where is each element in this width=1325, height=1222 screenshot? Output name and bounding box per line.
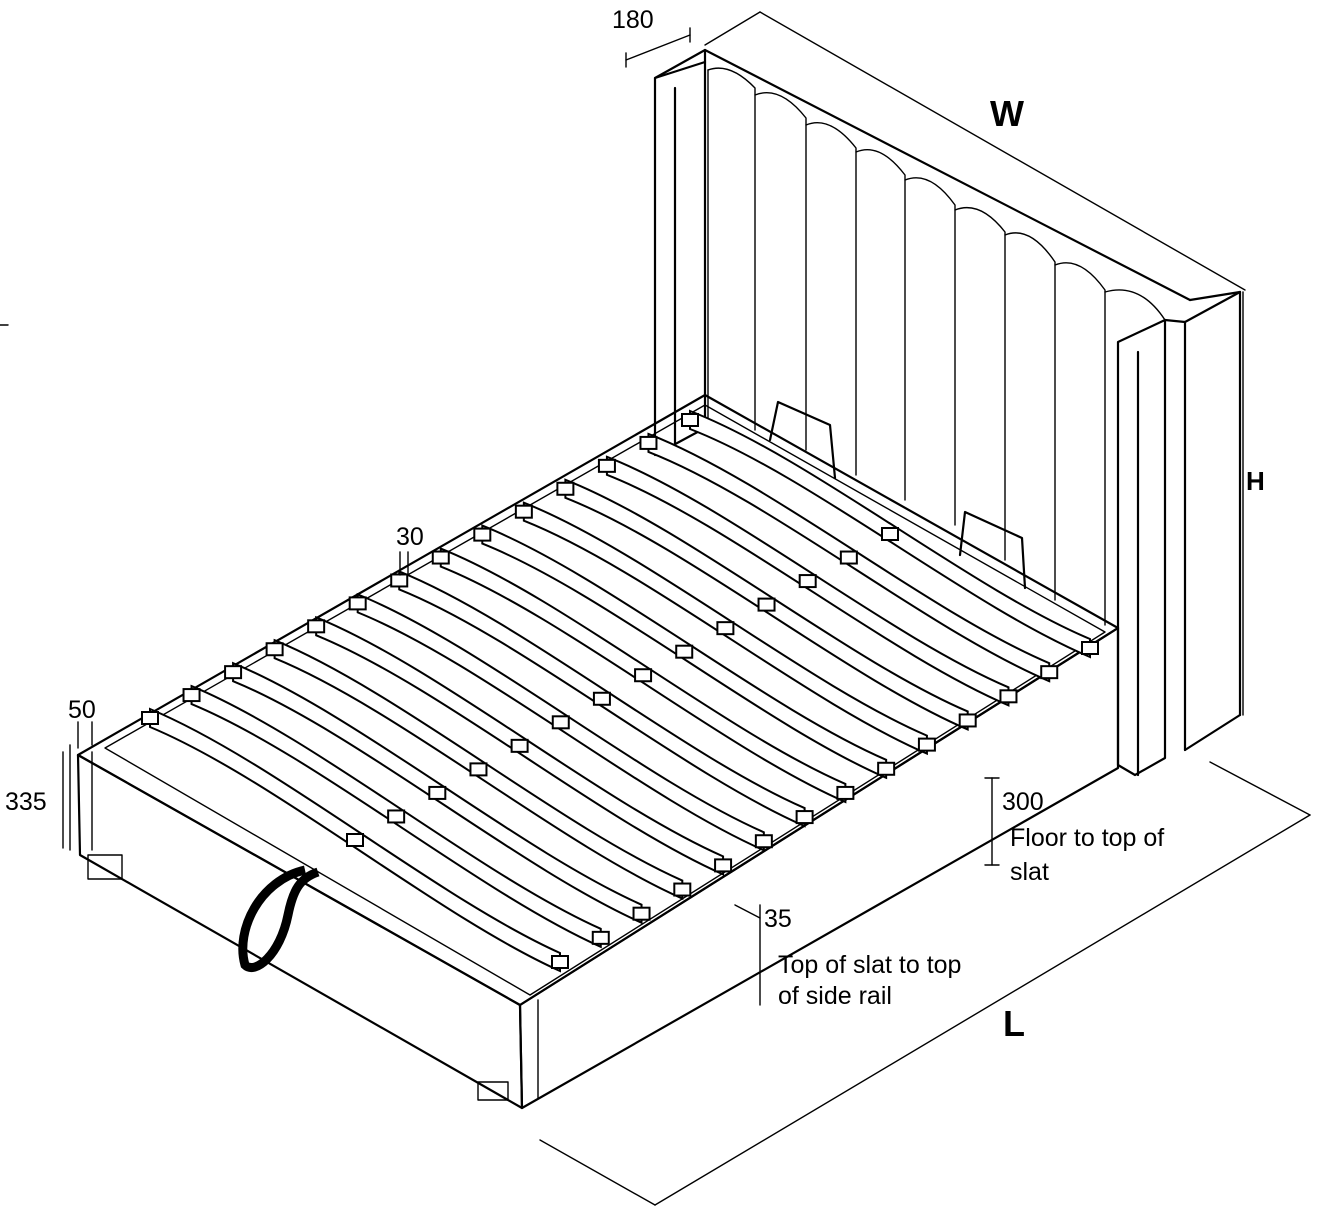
height-label: H bbox=[1246, 466, 1265, 496]
slat-holder bbox=[592, 691, 611, 706]
length-label: L bbox=[1003, 1003, 1025, 1044]
slat-holder bbox=[591, 930, 610, 945]
slat-holder bbox=[224, 665, 243, 680]
slat-holder bbox=[836, 785, 855, 800]
slat-holder bbox=[510, 738, 529, 753]
width-label: W bbox=[990, 93, 1024, 134]
slat-holder bbox=[431, 550, 450, 565]
slat-holder bbox=[681, 413, 699, 427]
slat-group bbox=[141, 409, 1099, 973]
dimension-labels: 180 W H L 30 50 335 300 Floor to top of … bbox=[5, 6, 1265, 1044]
slat-holder bbox=[714, 858, 733, 873]
slat-holder bbox=[798, 574, 817, 589]
slat-holder bbox=[556, 481, 575, 496]
slat-holder bbox=[265, 642, 284, 657]
dimension-lines bbox=[0, 11, 1311, 1206]
slat-holder bbox=[716, 621, 735, 636]
slat-to-rail-value: 35 bbox=[764, 905, 792, 933]
slat-holder bbox=[182, 688, 201, 703]
slat-holder bbox=[958, 713, 977, 728]
headboard-channels bbox=[707, 67, 1166, 626]
floor-to-slat-value: 300 bbox=[1002, 788, 1044, 816]
headboard-depth-label: 180 bbox=[612, 6, 654, 34]
slat-holder bbox=[1040, 665, 1059, 680]
slat-holder bbox=[999, 689, 1018, 704]
slat-holder bbox=[348, 596, 367, 611]
slat-holder bbox=[757, 597, 776, 612]
slat-to-rail-caption-1: Top of slat to top bbox=[778, 951, 961, 979]
slat-holder bbox=[639, 435, 658, 450]
side-rail-width-label: 50 bbox=[68, 696, 96, 724]
slat-holder bbox=[632, 906, 651, 921]
slat-holder bbox=[839, 550, 858, 565]
slat-holder bbox=[469, 762, 488, 777]
slat-holder bbox=[597, 458, 616, 473]
slat-holder bbox=[795, 810, 814, 825]
floor-to-slat-caption-1: Floor to top of bbox=[1010, 824, 1164, 852]
slat-holder bbox=[881, 527, 899, 541]
slat-to-rail-caption-2: of side rail bbox=[778, 982, 892, 1010]
headboard bbox=[653, 48, 1242, 777]
slat-holder bbox=[1081, 641, 1099, 655]
bed-base bbox=[76, 393, 1120, 1110]
slat-holder bbox=[141, 711, 159, 725]
slat-holder bbox=[387, 809, 406, 824]
slat-holder bbox=[390, 573, 409, 588]
slat-holder bbox=[551, 955, 569, 969]
slat-holder bbox=[346, 833, 364, 847]
slat-holder bbox=[675, 644, 694, 659]
slat-holder bbox=[428, 785, 447, 800]
slat-holder bbox=[514, 504, 533, 519]
slat-holder bbox=[917, 737, 936, 752]
pull-strap bbox=[238, 865, 320, 972]
floor-to-slat-caption-2: slat bbox=[1010, 858, 1049, 886]
slat-holder bbox=[473, 527, 492, 542]
base-height-label: 335 bbox=[5, 788, 47, 816]
slat-holder bbox=[551, 715, 570, 730]
slat-holder bbox=[307, 619, 326, 634]
slat-holder bbox=[754, 834, 773, 849]
slat-holder bbox=[634, 668, 653, 683]
slat-holder bbox=[877, 761, 896, 776]
slat-support-label: 30 bbox=[396, 523, 424, 551]
slat-holder bbox=[673, 882, 692, 897]
